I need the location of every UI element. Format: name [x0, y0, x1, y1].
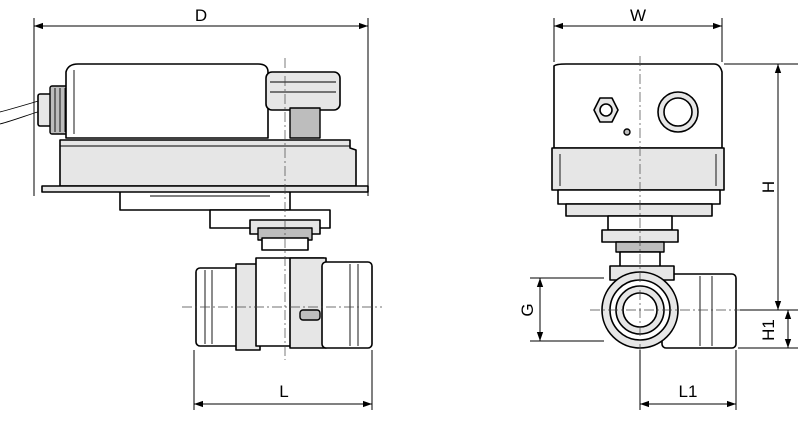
label-g: G — [518, 303, 537, 316]
actuator-base — [41, 139, 369, 211]
dimension-d: D — [33, 6, 369, 196]
actuator-cover — [65, 63, 269, 139]
actuator-front — [551, 63, 725, 217]
dimension-h1: H1 — [738, 310, 798, 349]
valve-body-front — [601, 265, 737, 349]
label-w: W — [630, 6, 646, 25]
manual-lever — [265, 71, 341, 139]
cable-gland — [37, 85, 71, 135]
dimension-h: H — [724, 63, 798, 311]
label-l: L — [279, 382, 288, 401]
dimension-l1: L1 — [639, 350, 737, 410]
label-d: D — [195, 6, 207, 25]
stem-bracket — [209, 209, 331, 251]
label-h: H — [759, 181, 778, 193]
label-l1: L1 — [679, 382, 698, 401]
dimension-w: W — [553, 6, 723, 62]
centerlines-side — [182, 58, 382, 360]
dimension-l: L — [193, 350, 373, 410]
status-window — [593, 91, 699, 136]
label-h1: H1 — [759, 319, 778, 341]
front-view — [551, 56, 750, 362]
dimension-g: G — [518, 277, 604, 342]
side-view — [0, 58, 382, 360]
centerlines-front — [590, 56, 750, 362]
valve-body-side — [195, 257, 373, 351]
